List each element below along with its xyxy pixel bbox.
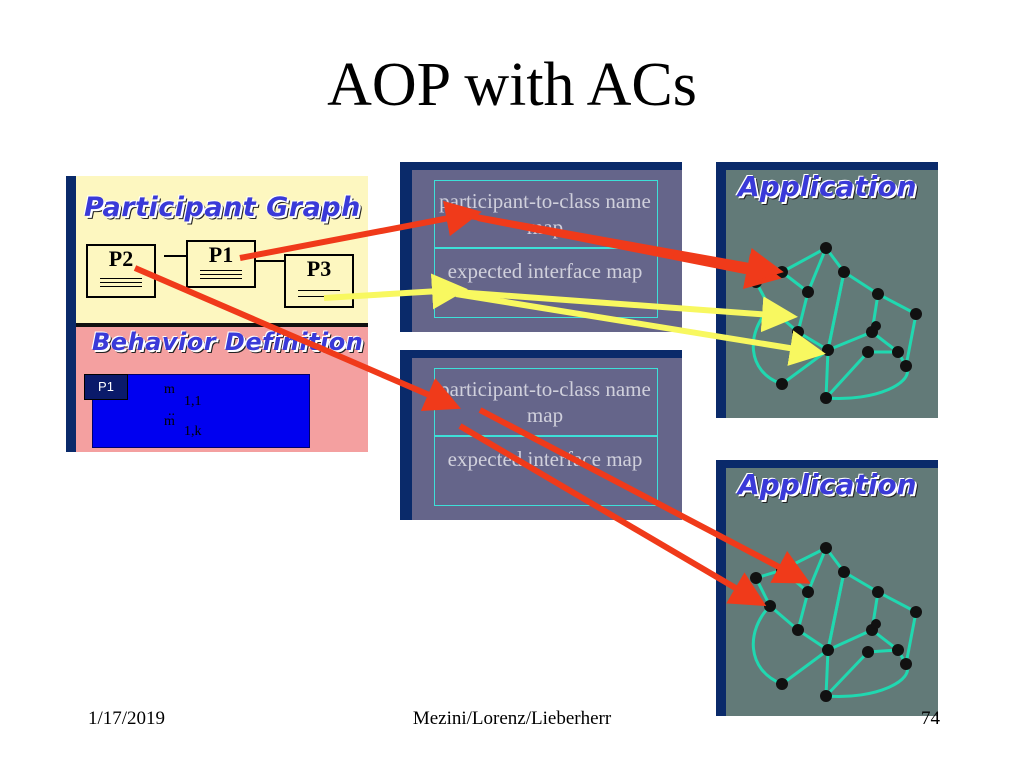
participant-link (252, 260, 284, 262)
participant-label: P1 (208, 242, 234, 267)
behavior-tab-p1: P1 (84, 374, 128, 400)
panel-side-edge (66, 176, 76, 452)
application-panel-1: Application (716, 162, 938, 418)
method-index: 1,k (184, 424, 202, 439)
arrow-p2-to-name-map (133, 265, 462, 412)
method-m: m (164, 414, 175, 429)
class-graph (750, 542, 922, 702)
arrow-p1-to-name-map (239, 200, 482, 261)
arrow-name-map-to-application (469, 213, 784, 284)
interface-map-label: expected interface map (447, 259, 643, 283)
name-map-box (434, 180, 658, 248)
arrow-name-map-to-application-2 (478, 407, 811, 584)
behavior-definition-box (92, 374, 310, 448)
slide-title: AOP with ACs (327, 51, 697, 119)
arrow-p3-to-interface-map (323, 273, 468, 310)
participant-graph-heading: Participant Graph (84, 192, 361, 223)
interface-map-box (434, 436, 658, 506)
interface-map-label: expected interface map (447, 447, 643, 471)
participant-label: P2 (108, 246, 134, 271)
participant-p1: P1 (186, 240, 256, 288)
application-heading: Application (738, 170, 917, 203)
arrow-interface-map-to-application (455, 289, 798, 333)
footer-page-number: 74 (921, 708, 940, 729)
application-heading: Application (738, 468, 917, 501)
participant-link (164, 255, 186, 257)
arrow-name-map-to-application-2 (458, 423, 767, 607)
application-panel-2: Application (716, 460, 938, 716)
participant-label: P3 (306, 256, 332, 281)
method-m: m (164, 382, 175, 397)
participant-p2: P2 (86, 244, 156, 298)
method-ellipsis: .. (168, 404, 175, 419)
footer-date: 1/17/2019 (88, 708, 166, 729)
method-index: 1,1 (184, 394, 202, 409)
behavior-definition-heading: Behavior Definition (92, 328, 364, 356)
panel-divider (76, 323, 368, 327)
footer-authors: Mezini/Lorenz/Lieberherr (412, 708, 612, 729)
arrow-interface-map-to-application (455, 291, 826, 366)
participant-graph-panel: Participant Graph P2 P1 P3 Behavior Defi… (66, 176, 368, 452)
name-map-label: participant-to-class name map (439, 377, 651, 427)
